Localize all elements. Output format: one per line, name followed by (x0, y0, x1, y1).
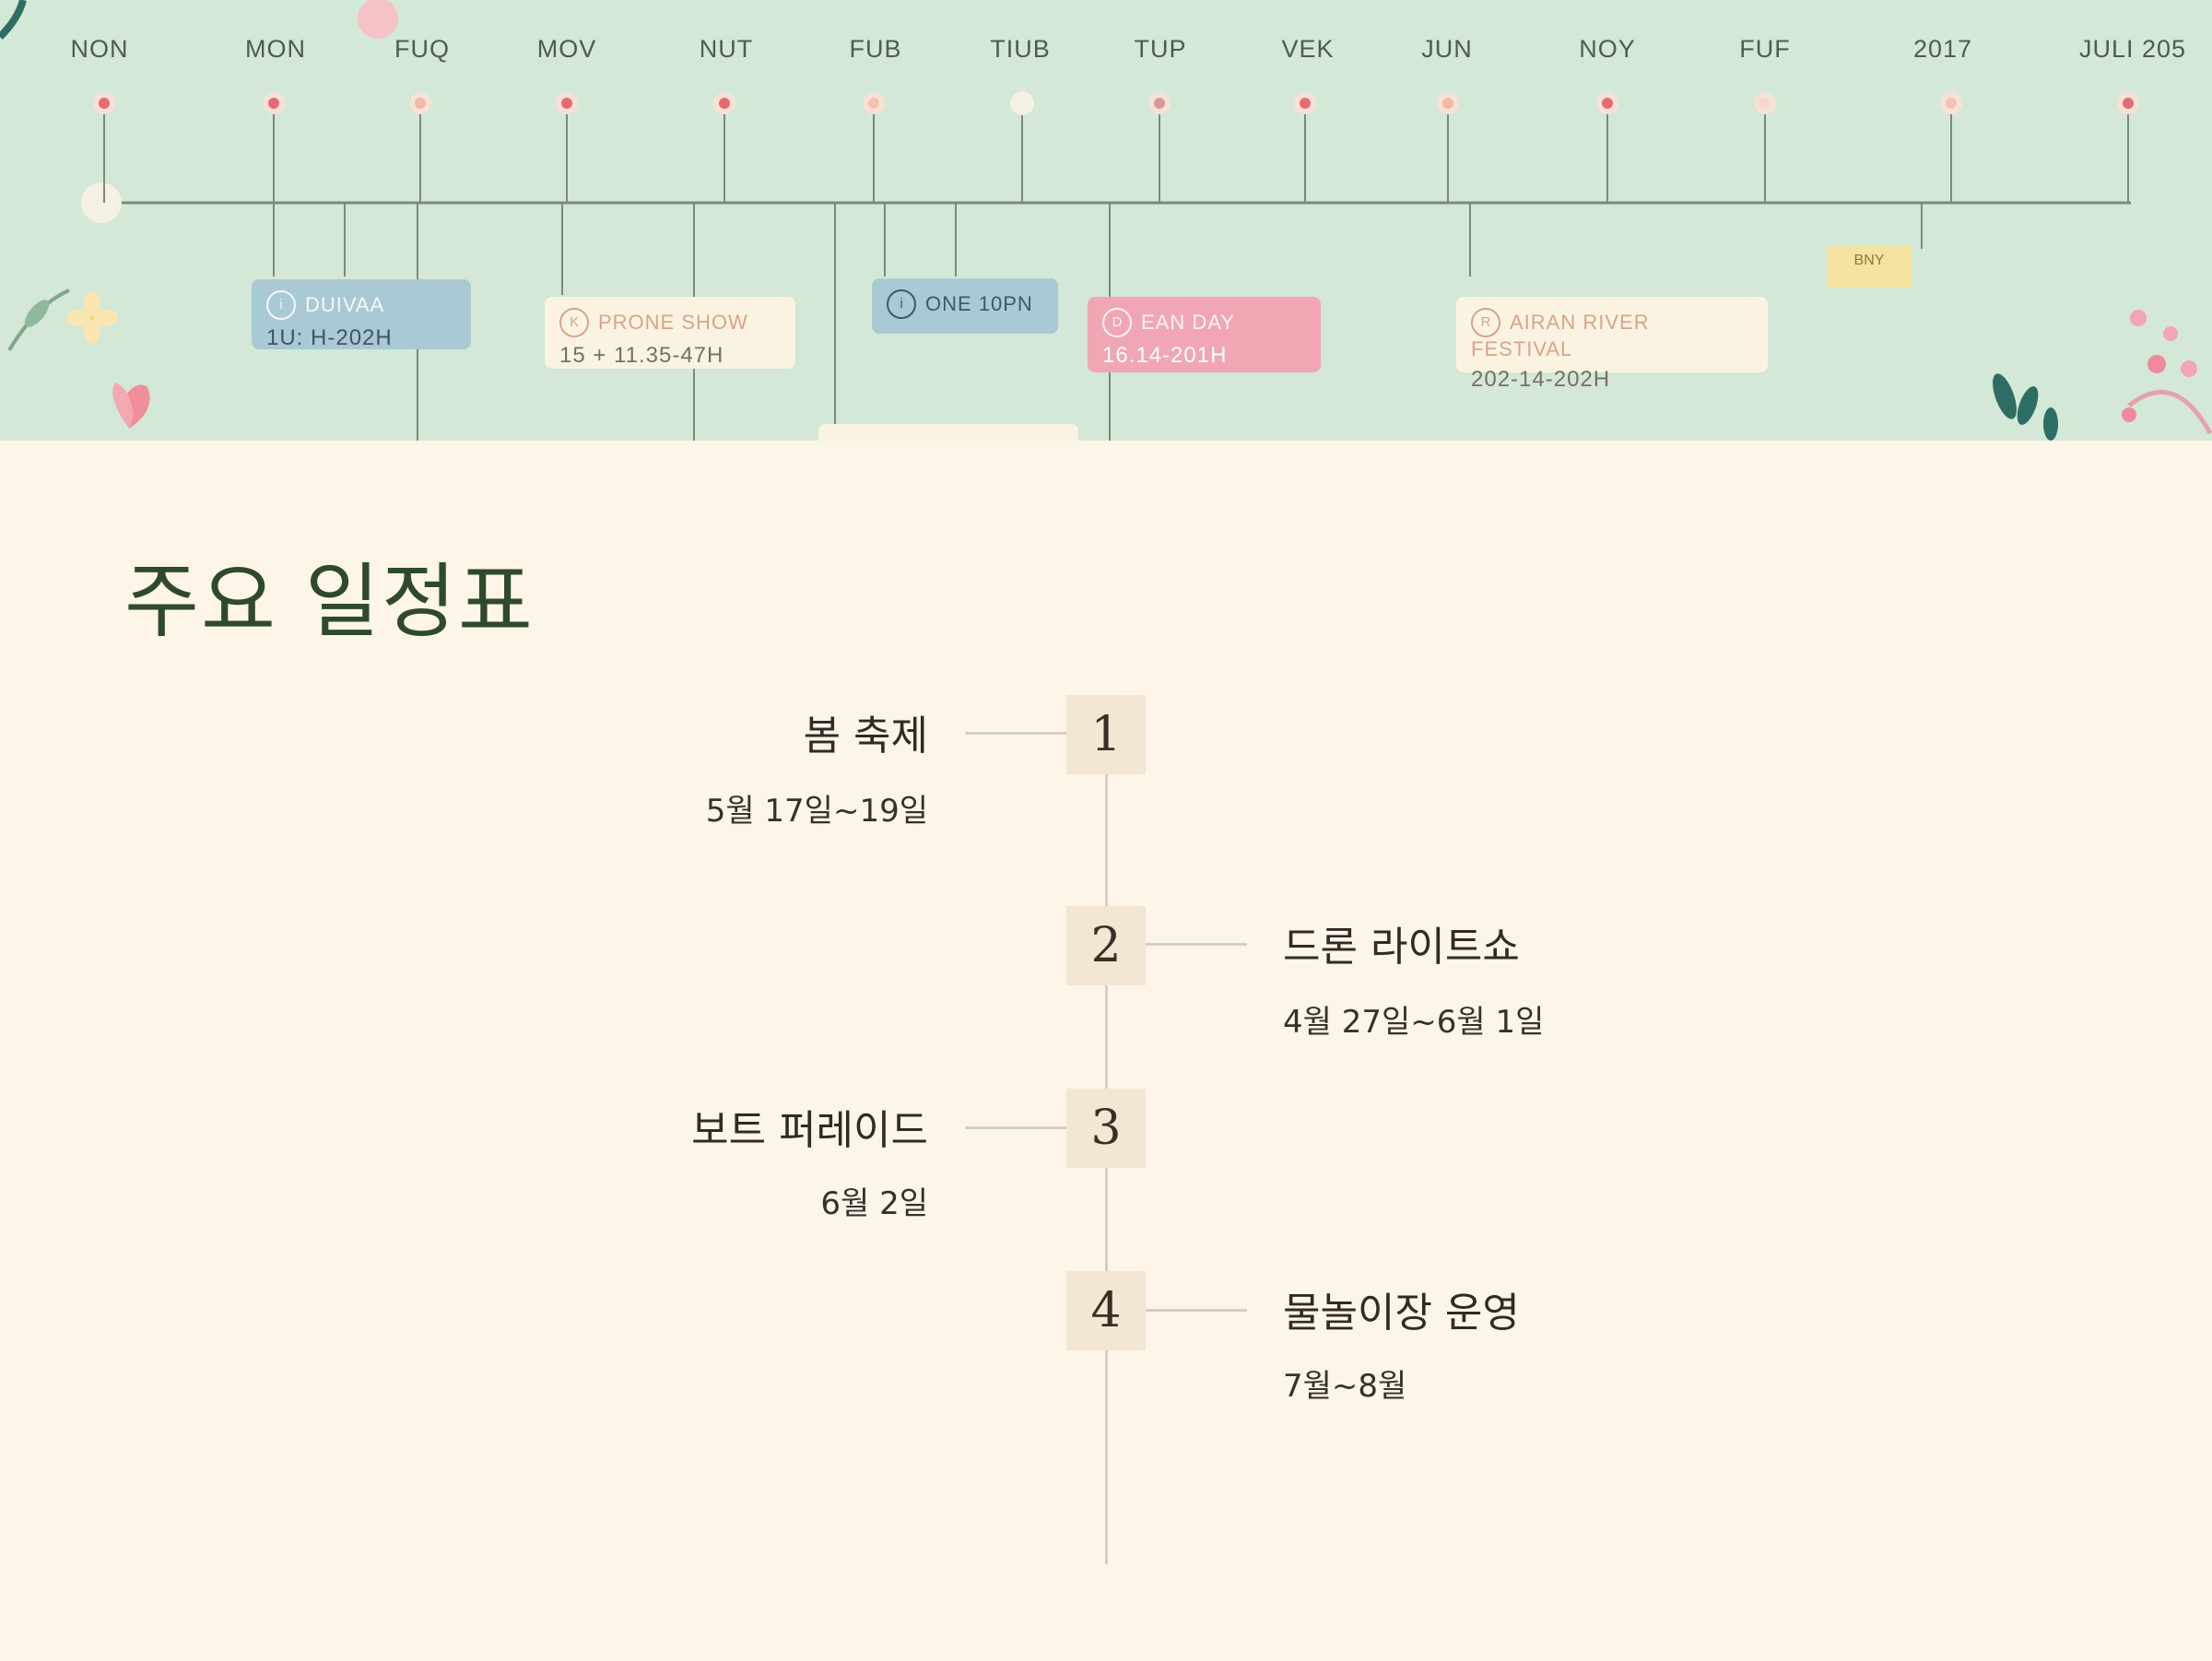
event-title: 드론 라이트쇼 (1283, 924, 1520, 971)
banner-month-label: MOV (536, 35, 597, 63)
event-number-box: 2 (1066, 906, 1146, 985)
banner-event-date: 1U: H-202H (266, 325, 393, 350)
info-icon: i (887, 289, 916, 319)
banner-month-label: VEK (1281, 35, 1335, 63)
banner-event-date: 15 + 11.35-47H (559, 343, 724, 368)
banner-event-card: D EAN DAY 16.14-201H (1088, 297, 1321, 372)
event-date: 4월 27일~6월 1일 (1283, 1004, 1545, 1041)
banner-month-label: JUN (1421, 35, 1473, 63)
event-date: 6월 2일 (820, 1185, 928, 1222)
page-title: 주요 일정표 (124, 554, 535, 649)
banner-month-label: TIUB (990, 35, 1051, 63)
banner-month-label: FUF (1739, 35, 1791, 63)
event-icon: R (1471, 308, 1500, 337)
banner-event-title: AIRAN RIVER FESTIVAL (1471, 311, 1650, 360)
event-date: 5월 17일~19일 (705, 793, 928, 830)
banner-event-card: K PRONE SHOW 15 + 11.35-47H (545, 297, 795, 369)
banner-month-label: JULI 205 (2078, 35, 2187, 63)
banner-event-date: 16.14-201H (1102, 343, 1228, 368)
banner-timeline-graphic (0, 0, 2212, 441)
event-title: 물놀이장 운영 (1283, 1290, 1520, 1337)
event-title: 봄 축제 (803, 713, 928, 760)
event-icon: K (559, 308, 589, 337)
banner-event-title: EAN DAY (1141, 311, 1235, 334)
event-date: 7월~8월 (1283, 1368, 1407, 1405)
banner-event-date: 202-14-202H (1471, 367, 1611, 392)
banner-month-label: TUP (1134, 35, 1187, 63)
event-number-box: 1 (1066, 695, 1146, 774)
timeline-connector (965, 732, 1066, 735)
banner-month-label: FUQ (394, 35, 450, 63)
banner-month-label: MON (245, 35, 306, 63)
banner-event-title: ONE 10PN (925, 292, 1033, 315)
banner-badge: BNY (1827, 245, 1912, 288)
timeline-connector (965, 1126, 1066, 1129)
event-icon: D (1102, 308, 1132, 337)
banner-month-label: NUT (699, 35, 754, 63)
event-title: 보트 퍼레이드 (691, 1107, 928, 1154)
banner-event-card-partial (818, 424, 1078, 441)
timeline-banner: NON MON FUQ MOV NUT FUB TIUB TUP VEK JUN… (0, 0, 2212, 441)
banner-event-title: PRONE SHOW (598, 311, 748, 334)
banner-month-label: 2017 (1912, 35, 1973, 63)
event-number-box: 4 (1066, 1271, 1146, 1350)
banner-event-title: DUIVAA (305, 293, 385, 316)
banner-month-label: NON (70, 35, 129, 63)
banner-event-card: i DUIVAA 1U: H-202H (252, 279, 471, 350)
banner-month-label: FUB (849, 35, 902, 63)
info-icon: i (266, 290, 296, 320)
timeline-connector (1146, 943, 1247, 946)
banner-month-label: NOY (1579, 35, 1636, 63)
event-number-box: 3 (1066, 1089, 1146, 1168)
flower-decoration (0, 0, 2212, 441)
banner-event-card: i ONE 10PN (872, 278, 1058, 334)
timeline-connector (1146, 1309, 1247, 1312)
